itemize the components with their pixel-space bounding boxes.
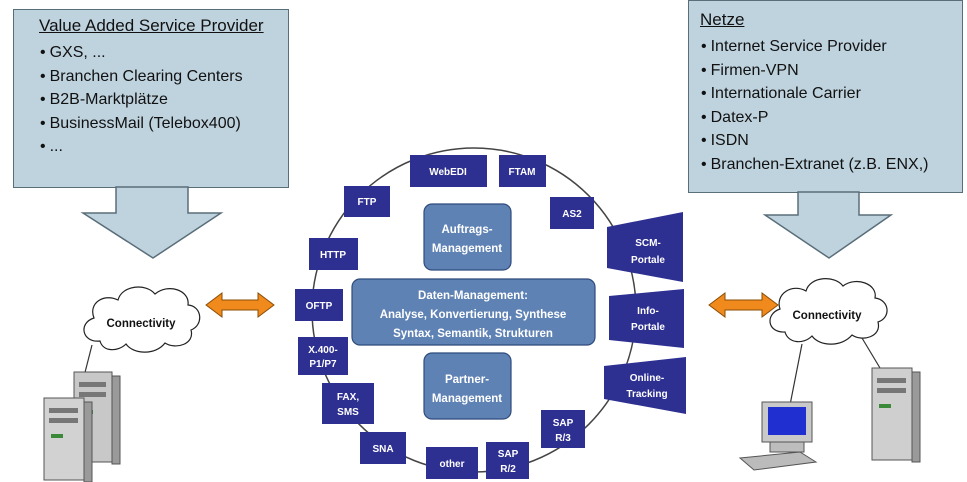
partner-line-1: Partner- [445, 374, 489, 386]
protocol-webedi: WebEDI [410, 155, 487, 187]
connectivity-left-label: Connectivity [106, 318, 176, 330]
auftrags-management-box: Auftrags- Management [423, 203, 512, 271]
netze-item: Datex-P [701, 106, 928, 130]
vasp-title: Value Added Service Provider [39, 16, 264, 35]
connectivity-right: Connectivity [769, 278, 888, 345]
protocol-oftp: OFTP [295, 289, 343, 321]
vasp-list: GXS, ... Branchen Clearing Centers B2B-M… [40, 41, 243, 159]
double-arrow-left [205, 292, 275, 318]
connector-line-right-2 [861, 337, 881, 369]
cloud-left-shape [83, 286, 201, 353]
vasp-item: B2B-Marktplätze [40, 88, 243, 112]
double-arrow-right [708, 292, 779, 318]
protocol-other: other [426, 447, 478, 479]
protocol-fax: FAX, SMS [322, 383, 374, 424]
vasp-callout-arrow [80, 186, 224, 259]
protocol-oftp-label: OFTP [306, 301, 333, 312]
desktop-computer-right [738, 401, 818, 471]
netze-list: Internet Service Provider Firmen-VPN Int… [701, 35, 929, 177]
protocol-http: HTTP [309, 238, 358, 270]
auftrags-line-2: Management [432, 243, 502, 255]
portal-scm-line-2: Portale [631, 255, 665, 266]
portal-online-tracking: Online- Tracking [604, 357, 686, 414]
portal-scm: SCM- Portale [607, 212, 683, 282]
protocol-x400-line-2: P1/P7 [309, 359, 337, 370]
cloud-right-shape [769, 278, 888, 345]
auftrags-line-1: Auftrags- [441, 224, 492, 236]
protocol-fax-line-1: FAX, [337, 392, 359, 403]
vasp-item: GXS, ... [40, 41, 243, 65]
portal-info-line-2: Portale [631, 322, 665, 333]
vasp-item: BusinessMail (Telebox400) [40, 112, 243, 136]
protocol-ftam-label: FTAM [508, 167, 535, 178]
daten-line-3: Syntax, Semantik, Strukturen [393, 328, 553, 340]
protocol-other-label: other [440, 459, 465, 470]
protocol-ftp-label: FTP [358, 197, 377, 208]
protocol-sap-r2: SAP R/2 [486, 442, 529, 479]
protocol-webedi-label: WebEDI [429, 167, 467, 178]
netze-item: Internationale Carrier [701, 82, 928, 106]
daten-line-1: Daten-Management: [418, 290, 528, 302]
vasp-item: ... [40, 135, 243, 159]
portal-info: Info- Portale [609, 289, 684, 348]
protocol-sap-r3-line-2: R/3 [555, 433, 571, 444]
protocol-sap-r3: SAP R/3 [541, 410, 585, 448]
protocol-x400: X.400- P1/P7 [298, 337, 348, 375]
protocol-ftp: FTP [344, 186, 390, 217]
server-right [871, 367, 921, 463]
portal-online-line-1: Online- [630, 373, 664, 384]
partner-management-box: Partner- Management [423, 352, 512, 420]
protocol-sap-r2-line-1: SAP [498, 449, 519, 460]
protocol-x400-line-1: X.400- [308, 345, 337, 356]
protocol-ftam: FTAM [499, 155, 546, 187]
partner-line-2: Management [432, 393, 502, 405]
connector-line-right-1 [789, 343, 803, 406]
portal-info-line-1: Info- [637, 306, 659, 317]
netze-item: ISDN [701, 129, 928, 153]
server-left-front [43, 397, 93, 482]
protocol-as2-label: AS2 [562, 209, 582, 220]
protocol-fax-line-2: SMS [337, 407, 359, 418]
netze-item: Branchen-Extranet (z.B. ENX,) [701, 153, 929, 177]
protocol-sna-label: SNA [372, 444, 393, 455]
connectivity-right-label: Connectivity [792, 310, 862, 322]
netze-item: Internet Service Provider [701, 35, 928, 59]
protocol-as2: AS2 [550, 197, 594, 229]
protocol-sna: SNA [360, 432, 406, 464]
netze-callout-arrow [762, 191, 894, 259]
protocol-sap-r2-line-2: R/2 [500, 464, 516, 475]
vasp-item: Branchen Clearing Centers [40, 65, 243, 89]
portal-online-line-2: Tracking [626, 389, 667, 400]
portal-scm-line-1: SCM- [635, 238, 661, 249]
protocol-sap-r3-line-1: SAP [553, 418, 574, 429]
daten-management-box: Daten-Management: Analyse, Konvertierung… [351, 278, 596, 346]
netze-title: Netze [700, 10, 745, 29]
protocol-http-label: HTTP [320, 250, 346, 261]
connectivity-left: Connectivity [83, 286, 201, 353]
netze-item: Firmen-VPN [701, 59, 928, 83]
netze-callout: Netze Internet Service Provider Firmen-V… [688, 0, 963, 193]
vasp-callout: Value Added Service Provider GXS, ... Br… [13, 9, 289, 188]
daten-line-2: Analyse, Konvertierung, Synthese [380, 309, 567, 321]
